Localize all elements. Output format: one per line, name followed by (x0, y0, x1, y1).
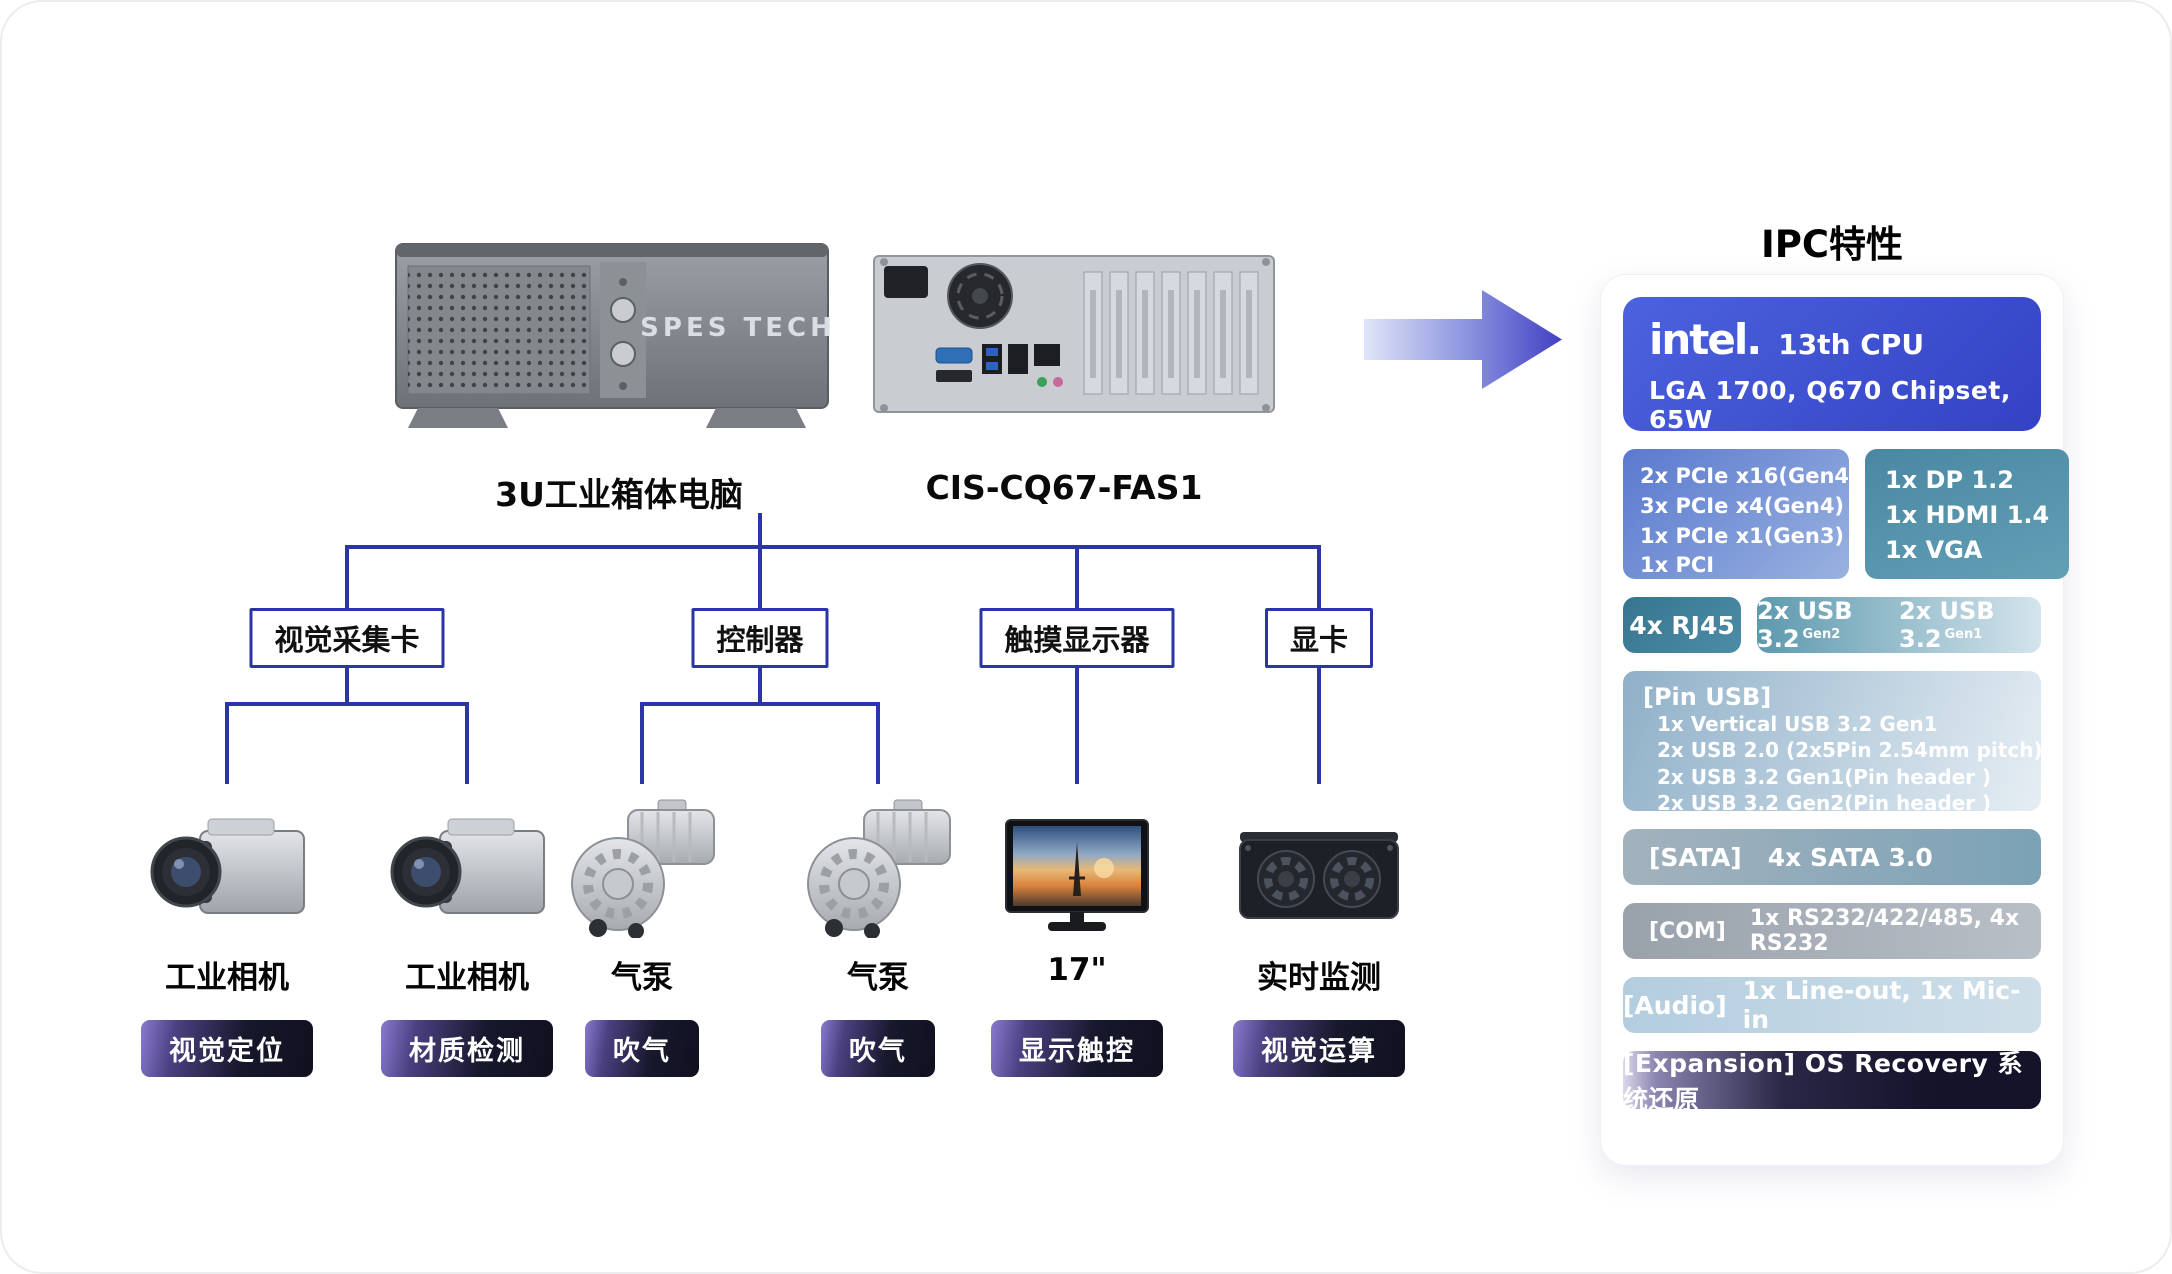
flow-arrow-icon (1364, 282, 1564, 397)
pcie-line: 2x PCIe x16(Gen4) (1640, 464, 1859, 488)
connector-line (345, 545, 1321, 549)
connector-line (225, 704, 229, 784)
badge-touch-display: 显示触控 (991, 1020, 1163, 1077)
display-line: 1x DP 1.2 (1885, 466, 2014, 494)
branch-graphics-card: 显卡 (1264, 608, 1374, 668)
industrial-camera-icon (347, 788, 587, 938)
connector-line (465, 704, 469, 784)
sata-value: 4x SATA 3.0 (1767, 842, 1933, 872)
connector-line (225, 702, 469, 706)
com-card: [COM] 1x RS232/422/485, 4x RS232 (1623, 903, 2041, 959)
sata-card: [SATA] 4x SATA 3.0 (1623, 829, 2041, 885)
graphics-card-icon (1199, 788, 1439, 938)
product-front-label: 3U工业箱体电脑 (495, 475, 743, 514)
badge-air-blow: 吹气 (821, 1020, 935, 1077)
connector-line (345, 652, 349, 706)
badge-air-blow: 吹气 (585, 1020, 699, 1077)
audio-tag: [Audio] (1623, 990, 1727, 1020)
branch-touch-display: 触摸显示器 (979, 608, 1175, 668)
com-value: 1x RS232/422/485, 4x RS232 (1749, 906, 2020, 956)
connector-line (758, 652, 762, 706)
cpu-generation: 13th CPU (1778, 328, 1925, 361)
display-outputs-card: 1x DP 1.2 1x HDMI 1.4 1x VGA (1865, 449, 2070, 579)
pin-usb-line: 2x USB 3.2 Gen1(Pin header ) (1657, 764, 1992, 789)
ipc-features-title: IPC特性 (1760, 223, 1904, 266)
item-label: 工业相机 (165, 960, 289, 996)
connector-line (1317, 547, 1321, 608)
item-label: 工业相机 (405, 960, 529, 996)
industrial-camera-icon (107, 788, 347, 938)
expansion-card: [Expansion] OS Recovery 系统还原 (1623, 1049, 2041, 1114)
connector-line (345, 547, 349, 608)
brand-text: SPES TECH (640, 313, 836, 343)
item-camera-2: 工业相机 材质检测 (347, 788, 587, 1077)
connector-line (1075, 547, 1079, 608)
display-line: 1x VGA (1885, 535, 1983, 564)
connector-line (1317, 652, 1321, 784)
product-rear-label: CIS-CQ67-FAS1 (925, 468, 1203, 507)
connector-line (640, 704, 644, 784)
pcie-line: 1x PCIe x1(Gen3) (1640, 523, 1845, 548)
touch-monitor-icon (957, 788, 1197, 938)
branch-controller: 控制器 (691, 608, 829, 668)
chassis-front-image: SPES TECH (382, 238, 842, 443)
audio-value: 1x Line-out, 1x Mic-in (1742, 976, 2021, 1034)
item-camera-1: 工业相机 视觉定位 (107, 788, 347, 1077)
pin-usb-line: 2x USB 2.0 (2x5Pin 2.54mm pitch) (1657, 738, 2043, 763)
pin-usb-header: [Pin USB] (1643, 683, 1772, 711)
chassis-rear-image (870, 248, 1278, 428)
pin-usb-card: [Pin USB] 1x Vertical USB 3.2 Gen1 2x US… (1623, 671, 2043, 815)
connector-line (876, 704, 880, 784)
badge-material-detection: 材质检测 (381, 1020, 553, 1077)
air-pump-icon (758, 788, 998, 938)
item-label: 气泵 (847, 960, 909, 996)
pcie-line: 1x PCI (1640, 553, 1715, 578)
badge-vision-positioning: 视觉定位 (141, 1020, 313, 1077)
pcie-slots-card: 2x PCIe x16(Gen4) 3x PCIe x4(Gen4) 1x PC… (1623, 449, 1859, 579)
display-line: 1x HDMI 1.4 (1885, 500, 2050, 529)
pin-usb-line: 1x Vertical USB 3.2 Gen1 (1657, 712, 1938, 736)
branch-vision-capture-card: 视觉采集卡 (249, 608, 445, 668)
item-label: 气泵 (611, 960, 673, 996)
air-pump-icon (522, 788, 762, 938)
item-gpu: 实时监测 视觉运算 (1199, 788, 1439, 1077)
lan-ports-card: 4x RJ45 (1623, 597, 1741, 653)
item-label: 实时监测 (1257, 960, 1381, 996)
sata-tag: [SATA] (1649, 842, 1742, 872)
connector-line (640, 702, 880, 706)
intel-logo: intel. (1649, 315, 1762, 364)
connector-line (758, 513, 762, 610)
item-monitor: 17" 显示触控 (957, 788, 1197, 1077)
item-pump-2: 气泵 吹气 (758, 788, 998, 1077)
cpu-socket-chipset: LGA 1700, Q670 Chipset, 65W (1649, 376, 2011, 434)
pin-usb-line: 2x USB 3.2 Gen2(Pin header ) (1657, 791, 1992, 816)
pcie-line: 3x PCIe x4(Gen4) (1640, 493, 1845, 518)
item-label: 17" (1047, 952, 1107, 988)
item-pump-1: 气泵 吹气 (522, 788, 762, 1077)
cpu-spec-card: intel. 13th CPU LGA 1700, Q670 Chipset, … (1623, 297, 2041, 434)
audio-card: [Audio] 1x Line-out, 1x Mic-in (1623, 976, 2041, 1034)
com-tag: [COM] (1649, 918, 1726, 944)
ipc-features-panel: intel. 13th CPU LGA 1700, Q670 Chipset, … (1600, 274, 2070, 1166)
badge-vision-computing: 视觉运算 (1233, 1020, 1405, 1077)
connector-line (1075, 652, 1079, 784)
